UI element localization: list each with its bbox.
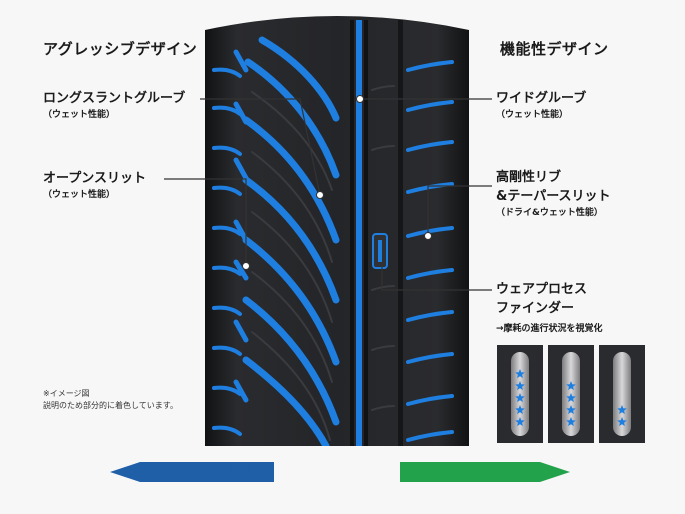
wear-star <box>515 417 525 426</box>
long-slant-groove-label: ロングスラントグルーブ <box>43 91 186 106</box>
wear-finder-label-1: ウェアプロセス <box>496 282 588 297</box>
wear-finder-note: →摩耗の進行状況を視覚化 <box>496 324 603 334</box>
leader-lines <box>164 98 492 291</box>
aggressive-design-header: アグレッシブデザイン <box>43 40 198 58</box>
right-rib-sipes <box>371 85 395 411</box>
inside-shoulder-grooves <box>212 67 242 436</box>
wear-star <box>515 393 525 402</box>
wear-star <box>515 381 525 390</box>
open-slit-label: オープンスリット <box>43 171 146 186</box>
wear-star <box>566 405 576 414</box>
slant-sipes <box>251 91 333 441</box>
wear-indicator-cards <box>497 345 645 443</box>
functional-design-header: 機能性デザイン <box>500 40 609 58</box>
wear-star <box>617 417 627 426</box>
rib-taper-slit-note: （ドライ&ウェット性能） <box>496 208 603 218</box>
inside-label: INSIDE <box>222 464 264 477</box>
wide-groove-label: ワイドグルーブ <box>496 91 587 106</box>
wear-star <box>566 381 576 390</box>
footnote-line-2: 説明のため部分的に着色しています。 <box>43 401 178 410</box>
wide-groove <box>356 20 362 446</box>
footnote-line-1: ※イメージ図 <box>43 389 90 398</box>
open-slit-note: （ウェット性能） <box>43 190 116 200</box>
inside-arrow <box>110 462 274 482</box>
rib-taper-slit-label-2: &テーパースリット <box>496 189 611 204</box>
outside-arrow <box>400 462 570 482</box>
long-slant-grooves <box>242 36 340 446</box>
long-slant-groove-note: （ウェット性能） <box>43 110 116 120</box>
rib-taper-slit-label-1: 高剛性リブ <box>496 170 562 185</box>
open-slits <box>233 49 249 403</box>
wear-star <box>566 417 576 426</box>
wear-star <box>566 393 576 402</box>
wear-finder-label-2: ファインダー <box>496 301 575 316</box>
wide-groove-note: （ウェット性能） <box>496 110 569 120</box>
wear-star <box>515 405 525 414</box>
wear-card-window <box>613 352 631 436</box>
wear-star <box>515 369 525 378</box>
outside-label: OUTSIDE <box>403 464 458 477</box>
leader-dots <box>242 95 432 270</box>
wear-star <box>617 405 627 414</box>
taper-slits <box>406 60 454 442</box>
